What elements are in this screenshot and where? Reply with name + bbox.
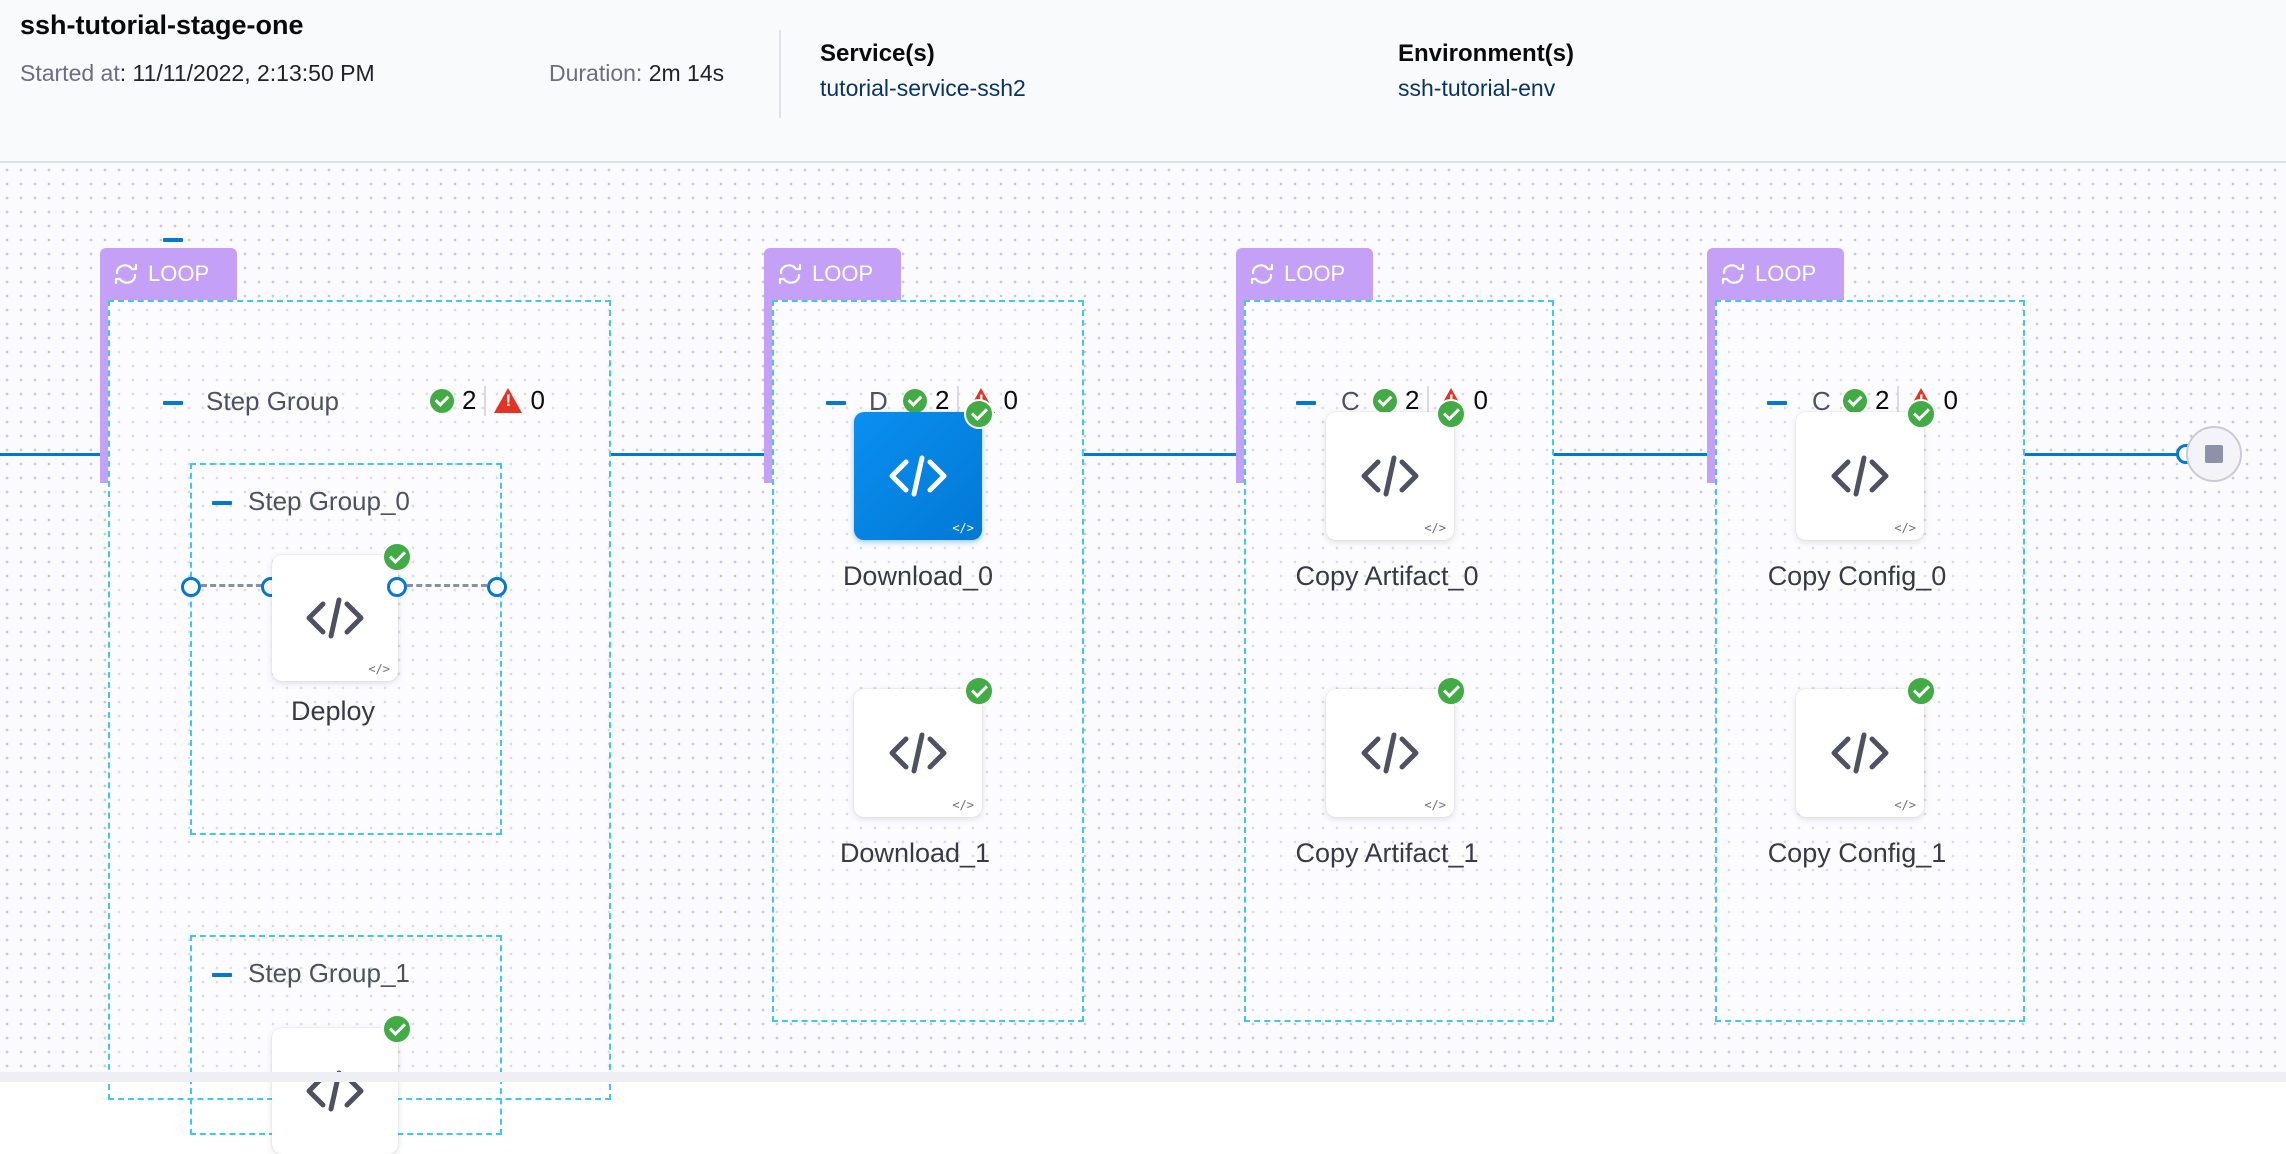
duration-value: 2m 14s — [642, 60, 725, 86]
check-circle-icon — [964, 676, 994, 706]
success-count: 2 — [1875, 385, 1890, 415]
code-icon — [1830, 454, 1890, 498]
stage-title: ssh-tutorial-stage-one — [20, 10, 304, 40]
check-circle-icon — [1436, 676, 1466, 706]
step-group-name: C — [1812, 386, 1831, 416]
loop-icon — [112, 262, 140, 286]
step-node-selected[interactable]: </> — [854, 412, 982, 540]
collapse-icon[interactable] — [212, 973, 232, 977]
connector-line — [1082, 453, 1237, 456]
step-node[interactable] — [272, 1028, 398, 1154]
check-circle-icon — [382, 542, 412, 572]
connector-line — [2024, 453, 2184, 456]
connector-line — [1553, 453, 1708, 456]
loop-bar — [1707, 293, 1715, 483]
failed-count: 0 — [1943, 385, 1958, 415]
step-label: Copy Artifact_0 — [1295, 561, 1479, 591]
check-circle-icon — [1906, 676, 1936, 706]
collapse-icon[interactable] — [1767, 401, 1787, 405]
loop-label: LOOP — [812, 261, 874, 286]
step-label: Copy Config_1 — [1767, 838, 1947, 868]
step-label: Download_1 — [839, 838, 991, 868]
collapse-icon[interactable] — [163, 401, 183, 405]
pipeline-canvas[interactable]: LOOP Step Group 2 0 Step Group_0 </> Dep… — [0, 163, 2286, 1154]
check-circle-icon — [382, 1014, 412, 1044]
step-node[interactable]: </> — [1326, 412, 1454, 540]
check-circle-icon — [964, 399, 994, 429]
warning-triangle-icon — [494, 388, 523, 413]
inner-step-group[interactable] — [190, 463, 502, 835]
environment-link[interactable]: ssh-tutorial-env — [1398, 75, 1556, 101]
failed-count: 0 — [530, 385, 545, 415]
environments-label: Environment(s) — [1398, 40, 1575, 67]
collapse-icon[interactable] — [826, 401, 846, 405]
step-node[interactable]: </> — [1326, 689, 1454, 817]
inner-group-name: Step Group_0 — [248, 486, 410, 516]
port — [387, 577, 407, 597]
loop-bar — [100, 293, 108, 483]
code-icon — [888, 731, 948, 775]
step-label: Copy Artifact_1 — [1295, 838, 1479, 868]
loop-icon — [1719, 262, 1747, 286]
header-divider — [779, 30, 781, 118]
success-count: 2 — [462, 385, 477, 415]
execution-header: ssh-tutorial-stage-one Started at: 11/11… — [0, 0, 2286, 163]
step-node[interactable]: </> — [272, 555, 398, 681]
step-node[interactable]: </> — [1796, 689, 1924, 817]
end-node[interactable] — [2186, 426, 2242, 482]
duration-label: Duration: — [549, 60, 643, 86]
collapse-icon[interactable] — [212, 501, 232, 505]
start-port — [181, 577, 201, 597]
check-circle-icon — [430, 388, 454, 413]
started-at: Started at: 11/11/2022, 2:13:50 PM — [20, 60, 375, 87]
step-group-name: Step Group — [206, 386, 339, 416]
step-label: Download_0 — [842, 561, 994, 591]
step-label: Deploy — [290, 696, 376, 726]
horizontal-scrollbar[interactable] — [0, 1072, 2286, 1082]
collapse-icon[interactable] — [1296, 401, 1316, 405]
loop-label: LOOP — [148, 261, 210, 286]
code-icon — [305, 596, 365, 640]
loop-bar — [1236, 293, 1244, 483]
connector-line — [0, 453, 102, 456]
loop-tab[interactable]: LOOP — [764, 248, 901, 300]
step-node[interactable]: </> — [854, 689, 982, 817]
check-circle-icon — [903, 388, 927, 413]
failed-count: 0 — [1003, 385, 1018, 415]
success-count: 2 — [935, 385, 950, 415]
services-label: Service(s) — [820, 40, 935, 67]
loop-tab[interactable]: LOOP — [1707, 248, 1844, 300]
failed-count: 0 — [1473, 385, 1488, 415]
success-count: 2 — [1405, 385, 1420, 415]
step-group-name: C — [1341, 386, 1360, 416]
service-link[interactable]: tutorial-service-ssh2 — [820, 75, 1026, 101]
connector-line — [610, 453, 766, 456]
check-circle-icon — [1436, 399, 1466, 429]
step-group-name: D — [869, 386, 888, 416]
inner-group-name: Step Group_1 — [248, 958, 410, 988]
loop-tab[interactable]: LOOP — [100, 248, 237, 300]
stop-icon — [2205, 445, 2223, 463]
started-label: Started at — [20, 60, 120, 86]
loop-bar — [764, 293, 772, 483]
end-port — [487, 577, 507, 597]
loop-label: LOOP — [1755, 261, 1817, 286]
check-circle-icon — [1373, 388, 1397, 413]
code-icon — [1830, 731, 1890, 775]
loop-label: LOOP — [1284, 261, 1346, 286]
code-icon — [888, 454, 948, 498]
check-circle-icon — [1843, 388, 1867, 413]
loop-icon — [1248, 262, 1276, 286]
step-node[interactable]: </> — [1796, 412, 1924, 540]
step-label: Copy Config_0 — [1767, 561, 1947, 591]
started-value: : 11/11/2022, 2:13:50 PM — [119, 60, 375, 86]
duration: Duration: 2m 14s — [549, 60, 724, 87]
loop-tab[interactable]: LOOP — [1236, 248, 1373, 300]
step-group-status: 2 0 — [430, 385, 545, 416]
loop-icon — [776, 262, 804, 286]
code-icon — [1360, 454, 1420, 498]
check-circle-icon — [1906, 399, 1936, 429]
code-icon — [1360, 731, 1420, 775]
